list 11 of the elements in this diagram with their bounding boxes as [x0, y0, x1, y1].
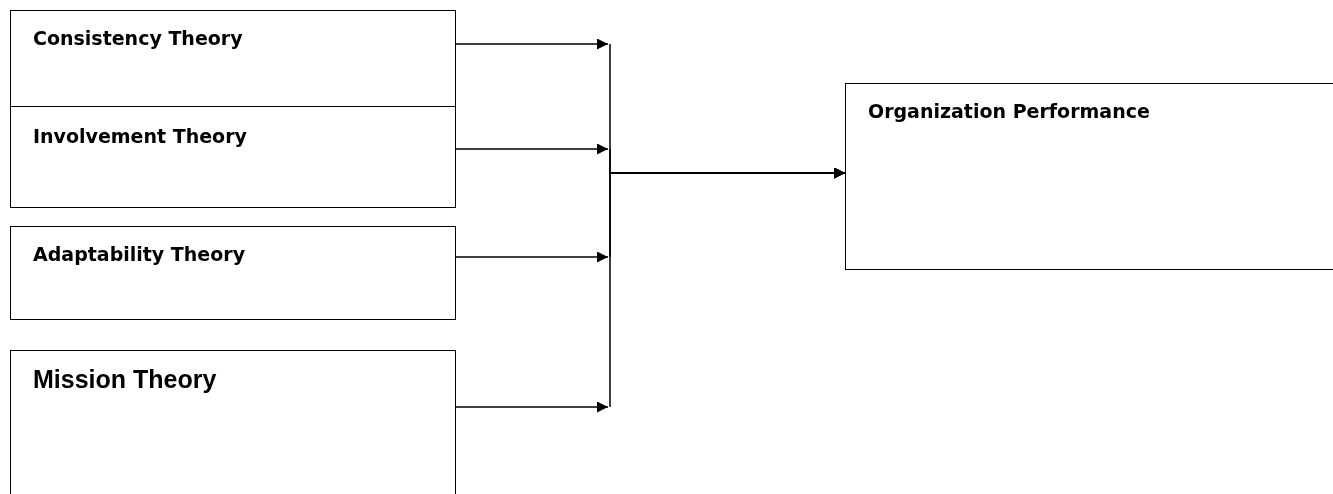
- box-title: Adaptability Theory: [33, 243, 246, 265]
- arrow: [455, 167, 846, 413]
- box-title: Organization Performance: [868, 100, 1150, 122]
- theory-box: [10, 226, 456, 320]
- box-title: Mission Theory: [33, 365, 217, 394]
- box-title: Involvement Theory: [33, 125, 247, 147]
- theory-box: [10, 350, 456, 494]
- box-title: Consistency Theory: [33, 27, 243, 49]
- outcome-box: [845, 83, 1333, 270]
- theory-box: [10, 10, 456, 107]
- theory-box: [10, 106, 456, 208]
